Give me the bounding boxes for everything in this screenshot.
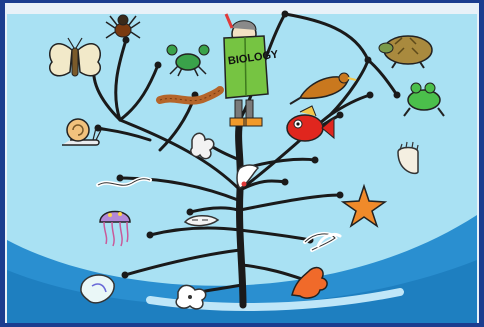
- sea-anemone-icon: [397, 141, 419, 175]
- larva-icon: [183, 215, 220, 227]
- turtle-icon: [378, 35, 433, 69]
- bird-icon: [289, 72, 357, 105]
- starfish-icon: [340, 183, 388, 228]
- sea-worm-icon: [316, 232, 342, 248]
- jellyfish-icon: [99, 210, 131, 247]
- protist-icon: [80, 274, 115, 304]
- roundworm-icon: [96, 176, 152, 188]
- boy-with-sign: BIOLOGY: [223, 13, 280, 127]
- coral-icon: [190, 132, 215, 160]
- crab-icon: [166, 44, 210, 77]
- worm-icon: [156, 86, 224, 105]
- red-coral-icon: [291, 266, 328, 299]
- frog-icon: [403, 82, 445, 117]
- butterfly-icon: [49, 37, 101, 77]
- snail-icon: [62, 118, 102, 146]
- tree-branches: [92, 12, 399, 309]
- fish-icon: [286, 105, 335, 142]
- spider-icon: [105, 14, 141, 39]
- flatworm-icon: [236, 164, 260, 189]
- sea-wave-dark: [7, 260, 477, 323]
- amoeba-icon: [175, 284, 207, 310]
